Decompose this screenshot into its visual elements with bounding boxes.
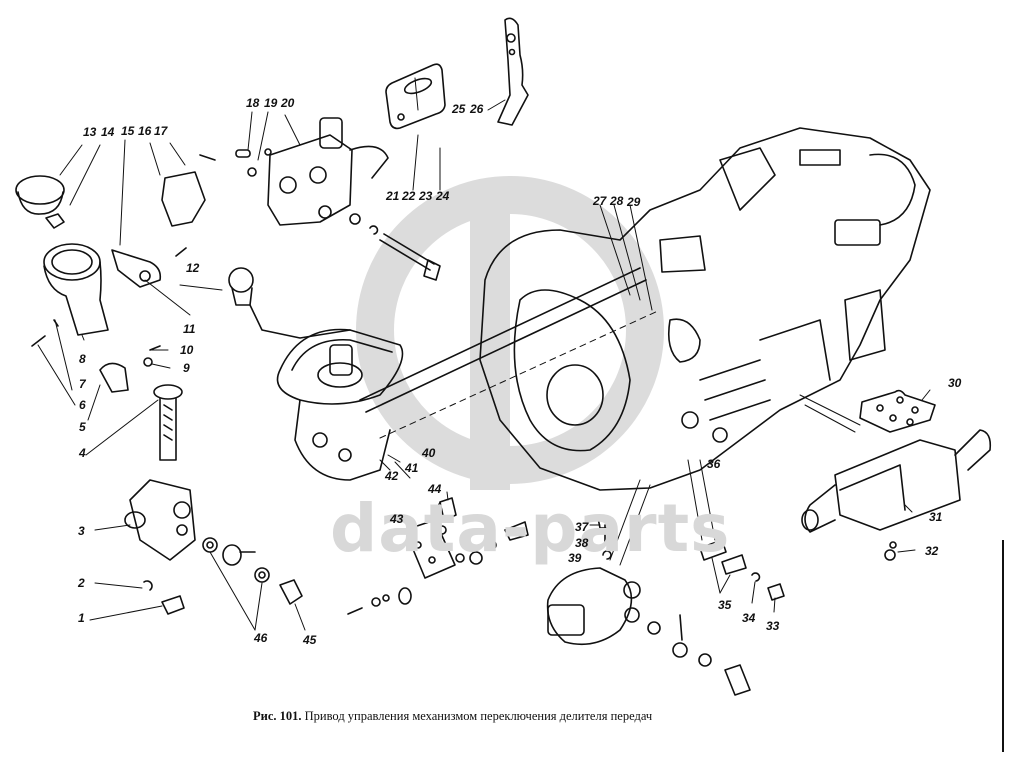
callout-22: 22 [402, 189, 416, 203]
callout-44: 44 [428, 482, 442, 496]
callout-14: 14 [101, 125, 115, 139]
callout-2: 2 [78, 576, 85, 590]
callout-10: 10 [180, 343, 194, 357]
callout-12: 12 [186, 261, 200, 275]
callout-43: 43 [390, 512, 404, 526]
callout-5: 5 [79, 420, 86, 434]
callout-35: 35 [718, 598, 732, 612]
lever-housing [43, 243, 109, 336]
callout-38: 38 [575, 536, 589, 550]
callout-25: 25 [452, 102, 466, 116]
scan-edge-line [1002, 540, 1004, 752]
callout-42: 42 [385, 469, 399, 483]
callout-9: 9 [183, 361, 190, 375]
callout-30: 30 [948, 376, 962, 390]
control-mechanism [276, 328, 404, 481]
callout-18: 18 [246, 96, 260, 110]
callout-40: 40 [422, 446, 436, 460]
callout-28: 28 [610, 194, 624, 208]
callout-23: 23 [419, 189, 433, 203]
callout-29: 29 [627, 195, 641, 209]
callout-1: 1 [78, 611, 85, 625]
small-fasteners-left [31, 319, 303, 615]
callout-24: 24 [436, 189, 450, 203]
shift-rocker-arm [111, 249, 162, 288]
gearbox-housing [479, 127, 931, 491]
shift-lever-bracket [497, 17, 529, 126]
protective-cap [15, 175, 65, 229]
callout-20: 20 [281, 96, 295, 110]
callout-34: 34 [742, 611, 756, 625]
caption-number: Рис. 101. [253, 709, 302, 723]
callout-3: 3 [78, 524, 85, 538]
watermark-text: data-parts [330, 490, 731, 567]
selector-cylinder [124, 384, 196, 561]
callout-11: 11 [183, 322, 196, 336]
caption-text: Привод управления механизмом переключени… [304, 709, 653, 723]
callout-46: 46 [254, 631, 268, 645]
support-bracket [161, 154, 216, 227]
callout-37: 37 [575, 520, 589, 534]
divider-valve [546, 517, 751, 696]
callout-26: 26 [470, 102, 484, 116]
callout-15: 15 [121, 124, 135, 138]
gasket-plate [799, 389, 936, 433]
callout-17: 17 [154, 124, 168, 138]
callout-7: 7 [79, 377, 86, 391]
divider-cylinder [801, 429, 992, 561]
leader-lines [37, 77, 931, 631]
callout-33: 33 [766, 619, 780, 633]
long-bolt [349, 213, 441, 281]
callout-39: 39 [568, 551, 582, 565]
callout-41: 41 [405, 461, 419, 475]
small-fasteners-right [699, 539, 785, 601]
rod-end-fittings [347, 497, 529, 615]
callout-4: 4 [79, 446, 86, 460]
watermark-logo [356, 176, 664, 490]
callout-36: 36 [707, 457, 721, 471]
figure-caption: Рис. 101. Привод управления механизмом п… [253, 709, 652, 724]
callout-21: 21 [386, 189, 400, 203]
callout-13: 13 [83, 125, 97, 139]
callout-16: 16 [138, 124, 152, 138]
air-valve [235, 117, 389, 226]
callout-32: 32 [925, 544, 939, 558]
shift-knob-lever [175, 247, 351, 339]
callout-8: 8 [79, 352, 86, 366]
callout-6: 6 [79, 398, 86, 412]
bracket-plate [385, 63, 446, 130]
callout-19: 19 [264, 96, 278, 110]
callout-45: 45 [303, 633, 317, 647]
callout-31: 31 [929, 510, 943, 524]
callout-27: 27 [593, 194, 607, 208]
